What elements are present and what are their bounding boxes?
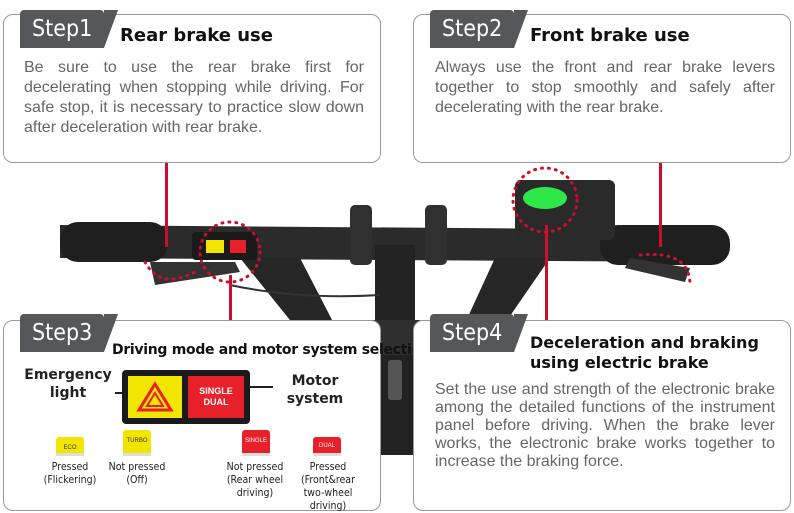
mode-switch-panel: SINGLE DUAL (122, 370, 250, 424)
step2-connector (659, 162, 662, 247)
motor-pointer (248, 386, 273, 388)
dual-caption: Pressed (Front&rear two-wheel driving) (301, 461, 355, 512)
turbo-button: TURBO (123, 430, 151, 456)
step1-title: Rear brake use (120, 25, 273, 46)
turbo-caption: Not pressed (Off) (108, 461, 166, 486)
eco-caption: Pressed (Flickering) (43, 461, 97, 486)
motor-system-button[interactable]: SINGLE DUAL (188, 376, 244, 418)
step3-tab: Step3 (20, 314, 119, 352)
step3-title: Driving mode and motor system selection (112, 342, 431, 358)
step1-tab: Step1 (20, 10, 119, 48)
single-button: SINGLE (242, 430, 270, 456)
step2-text: Always use the front and rear brake leve… (435, 59, 775, 116)
emergency-light-label: Emergency light (24, 367, 112, 401)
step4-text: Set the use and strength of the electron… (435, 381, 775, 470)
step3-connector (229, 275, 232, 320)
step1-connector (165, 162, 168, 247)
step2-title: Front brake use (530, 25, 690, 46)
warning-triangle-icon (136, 381, 174, 412)
eco-button: ECO (56, 437, 84, 456)
step2-tab: Step2 (430, 10, 529, 48)
step4-title: Deceleration and braking using electric … (530, 333, 759, 372)
motor-system-label: Motor system (286, 373, 344, 407)
emergency-light-button[interactable] (128, 376, 182, 418)
step1-text: Be sure to use the rear brake first for … (24, 59, 364, 136)
dual-button: DUAL (313, 437, 341, 456)
step4-connector (545, 225, 548, 325)
single-caption: Not pressed (Rear wheel driving) (226, 461, 284, 499)
step4-tab: Step4 (430, 314, 529, 352)
